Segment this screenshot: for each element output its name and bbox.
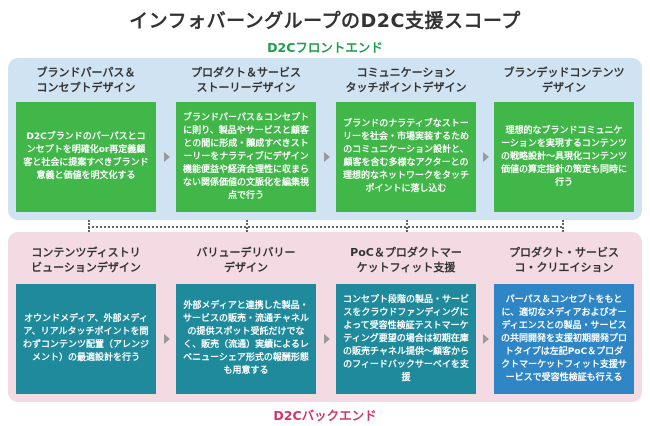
arrow-right-icon: [483, 334, 489, 344]
front-col-1-box: D2Cブランドのパーパスとコンセプトを明確化or再定義顧客と社会に提案すべきブラ…: [16, 102, 156, 212]
back-col-4-box: パーパス＆コンセプトをもとに、適切なメディアおよびオーディエンスとの製品・サービ…: [494, 284, 634, 394]
connector-line: [562, 220, 564, 232]
connector-line: [88, 226, 562, 228]
backend-label: D2Cバックエンド: [273, 408, 377, 423]
arrow-right-icon: [164, 334, 170, 344]
arrow-right-icon: [324, 334, 330, 344]
back-col-1-body: オウンドメディア、外部メディア、リアルタッチポイントを問わずコンテンツ配置（アレ…: [23, 314, 150, 363]
connector-line: [246, 220, 248, 232]
front-col-4-box: 理想的なブランドコミュニケーションを実現するコンテンツの戦略設計〜具現化コンテン…: [494, 102, 634, 212]
front-col-3-title: コミュニケーションタッチポイントデザイン: [345, 66, 467, 94]
front-col-2-body: ブランドパーパス＆コンセプトに則り、製品やサービスと顧客との間に形成・醸成すべき…: [183, 112, 310, 201]
front-col-2-box: ブランドパーパス＆コンセプトに則り、製品やサービスと顧客との間に形成・醸成すべき…: [176, 102, 316, 212]
arrow-right-icon: [164, 152, 170, 162]
front-col-4-title: ブランデッドコンテンツデザイン: [503, 66, 625, 94]
connector-line: [88, 220, 90, 232]
back-col-3-body: コンセプト段階の製品・サービスをクラウドファンディングによって受容性検証テストマ…: [343, 294, 470, 383]
front-col-2-title: プロダクト＆サービスストーリーデザイン: [191, 66, 301, 94]
back-col-3-box: コンセプト段階の製品・サービスをクラウドファンディングによって受容性検証テストマ…: [336, 284, 476, 394]
front-col-1-body: D2Cブランドのパーパスとコンセプトを明確化or再定義顧客と社会に提案すべきブラ…: [23, 132, 149, 181]
connector-line: [406, 220, 408, 232]
diagram-title: インフォバーングループのD2C支援スコープ: [129, 10, 521, 32]
back-col-2-box: 外部メディアと連携した製品・サービスの販売・流通チャネルの提供スポット受託だけで…: [176, 284, 316, 394]
front-col-4-body: 理想的なブランドコミュニケーションを実現するコンテンツの戦略設計〜具現化コンテン…: [501, 125, 628, 188]
arrow-right-icon: [483, 152, 489, 162]
back-col-2-body: 外部メディアと連携した製品・サービスの販売・流通チャネルの提供スポット受託だけで…: [183, 301, 309, 376]
back-col-2-title: バリューデリバリーデザイン: [196, 246, 296, 274]
front-col-3-box: ブランドのナラティブなストーリーを社会・市場実装するためのコミュニケーション設計…: [336, 102, 476, 212]
frontend-label: D2Cフロントエンド: [267, 40, 383, 55]
back-col-1-box: オウンドメディア、外部メディア、リアルタッチポイントを問わずコンテンツ配置（アレ…: [16, 284, 156, 394]
back-col-4-body: パーパス＆コンセプトをもとに、適切なメディアおよびオーディエンスとの製品・サービ…: [501, 294, 628, 383]
front-col-1-title: ブランドパーパス＆コンセプトデザイン: [36, 66, 136, 94]
back-col-3-title: PoC＆プロダクトマーケットフィット支援: [350, 246, 462, 274]
back-col-4-title: プロダクト・サービスコ・クリエイション: [509, 246, 619, 274]
front-col-3-body: ブランドのナラティブなストーリーを社会・市場実装するためのコミュニケーション設計…: [343, 119, 470, 194]
back-col-1-title: コンテンツディストリビューションデザイン: [31, 246, 141, 274]
arrow-right-icon: [324, 152, 330, 162]
